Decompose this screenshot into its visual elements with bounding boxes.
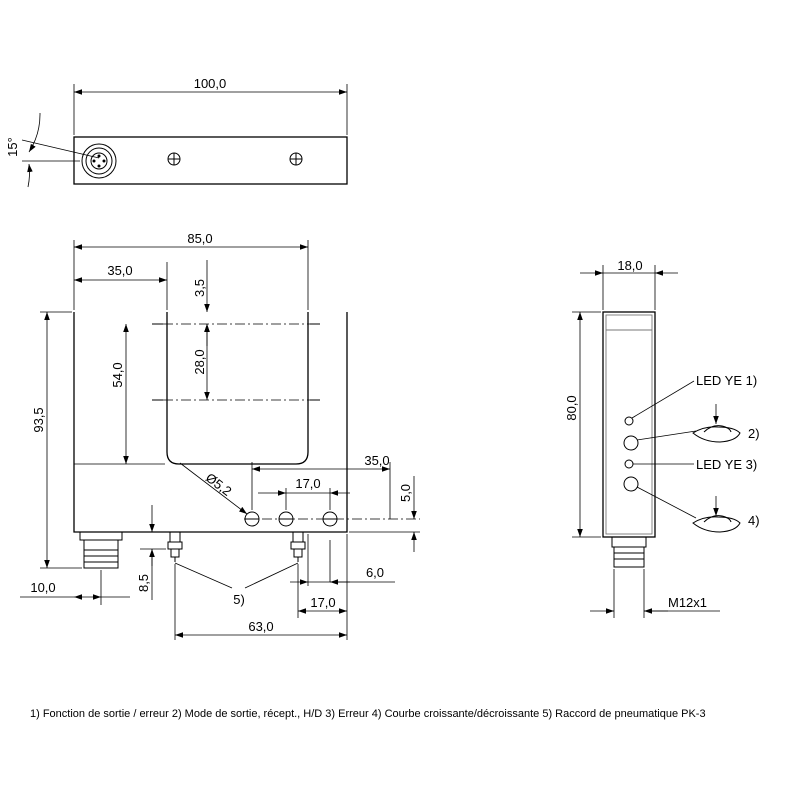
finger-press-icon <box>692 496 741 533</box>
dim-front-width: 85,0 <box>187 231 212 246</box>
dim-body-height: 54,0 <box>110 362 125 387</box>
dim-angle: 15° <box>5 137 20 157</box>
dim-fitting-height: 8,5 <box>136 574 151 592</box>
led-3 <box>624 459 634 469</box>
front-view: 85,0 35,0 3,5 28,0 54,0 93,5 35,0 Ø5,2 <box>20 231 420 640</box>
dim-thread: M12x1 <box>668 595 707 610</box>
front-view-slot <box>166 312 309 465</box>
pneumatic-fitting-2 <box>290 531 306 562</box>
dim-side-height: 80,0 <box>564 395 579 420</box>
dim-total-height: 93,5 <box>31 407 46 432</box>
callout-5: 5) <box>233 592 245 607</box>
dim-hole-height: 5,0 <box>398 484 413 502</box>
dim-right-offset: 35,0 <box>364 453 389 468</box>
top-view-screw-1 <box>167 152 181 166</box>
top-view-screw-2 <box>289 152 303 166</box>
dim-bottom-spacing: 17,0 <box>310 595 335 610</box>
top-view: 100,0 15° <box>5 76 348 188</box>
callout-2: 2) <box>748 426 760 441</box>
pneumatic-fitting-1 <box>167 531 183 562</box>
dim-top-length: 100,0 <box>194 76 227 91</box>
dim-front-offset: 35,0 <box>107 263 132 278</box>
side-view-connector <box>611 536 647 568</box>
top-view-body <box>73 136 348 185</box>
mode-button <box>623 435 639 451</box>
dim-slot-top: 3,5 <box>192 279 207 297</box>
led-1 <box>624 416 634 426</box>
callout-led-3: LED YE 3) <box>696 457 757 472</box>
dim-hole-spacing: 17,0 <box>295 476 320 491</box>
dim-slot-height: 28,0 <box>192 349 207 374</box>
callout-led-1: LED YE 1) <box>696 373 757 388</box>
front-view-connector <box>79 531 123 569</box>
legend-footnote: 1) Fonction de sortie / erreur 2) Mode d… <box>30 708 706 720</box>
finger-press-icon <box>692 404 741 443</box>
top-view-connector <box>81 143 117 179</box>
dim-hole-diameter: Ø5,2 <box>203 470 235 499</box>
side-view: 18,0 80,0 M12x1 LED YE 1) 2) LED YE 3) 4… <box>564 258 760 618</box>
dim-fitting-spacing: 6,0 <box>366 565 384 580</box>
callout-4: 4) <box>748 513 760 528</box>
front-view-body <box>73 312 348 533</box>
dim-connector-offset: 10,0 <box>30 580 55 595</box>
dim-side-width: 18,0 <box>617 258 642 273</box>
curve-button <box>623 476 639 492</box>
dim-bottom-length: 63,0 <box>248 619 273 634</box>
